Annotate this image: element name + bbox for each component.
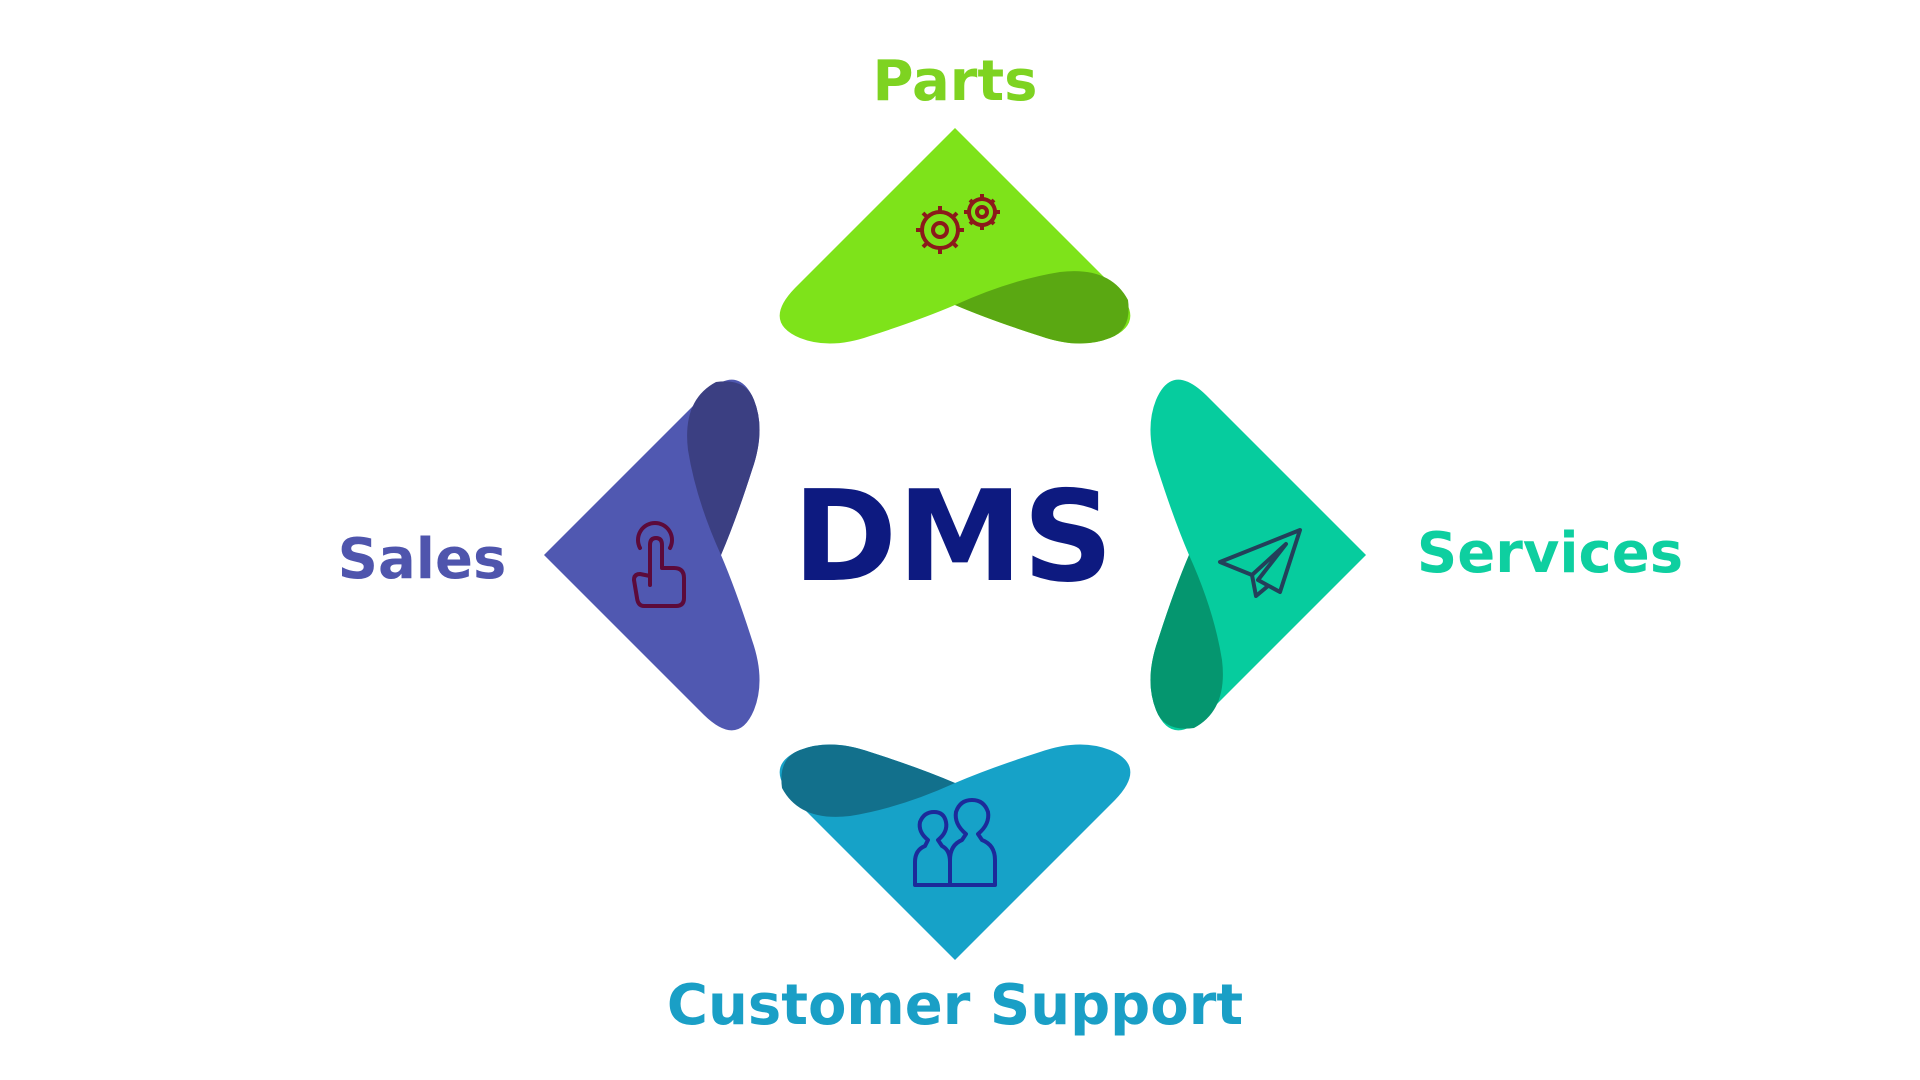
parts-shape-fold: [955, 271, 1129, 344]
services-shape-fold: [1150, 555, 1223, 729]
center-title: DMS: [793, 463, 1114, 610]
segment-sales: Sales: [338, 379, 760, 731]
customer-support-label: Customer Support: [667, 973, 1243, 1038]
gears-icon: [916, 194, 1000, 254]
paper-plane-icon: [1218, 528, 1302, 598]
sales-label: Sales: [338, 527, 507, 592]
services-label: Services: [1417, 521, 1683, 586]
parts-label: Parts: [872, 49, 1037, 114]
customer-support-shape-fold: [781, 744, 955, 817]
segment-customer-support: Customer Support: [667, 744, 1243, 1038]
pointer-hand-icon: [632, 521, 686, 608]
segment-services: Services: [1150, 379, 1683, 731]
segment-parts: Parts: [779, 49, 1131, 344]
sales-shape-fold: [687, 381, 760, 555]
users-icon: [913, 798, 997, 887]
